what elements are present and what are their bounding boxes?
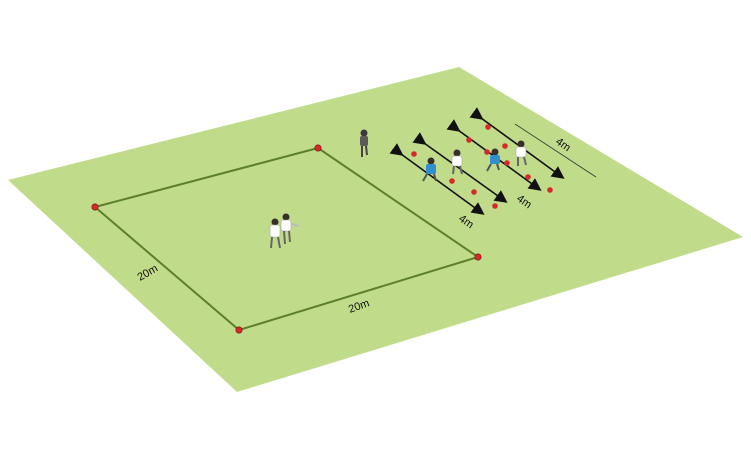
attacker-player xyxy=(280,213,300,245)
attacker-player xyxy=(269,218,281,249)
square-cones xyxy=(91,144,482,334)
channel-cones xyxy=(411,124,553,209)
dimension-line-4m xyxy=(514,123,597,178)
cone xyxy=(466,137,472,143)
defender-player xyxy=(422,157,437,182)
pitch xyxy=(8,67,743,392)
players-channels xyxy=(422,140,527,182)
cone xyxy=(314,144,322,152)
attacker-player xyxy=(451,149,463,175)
attacker-player xyxy=(515,140,527,166)
cone xyxy=(502,143,508,149)
cone xyxy=(235,326,243,334)
cone xyxy=(449,178,455,184)
players-square xyxy=(269,213,300,249)
cone xyxy=(525,174,531,180)
cone xyxy=(547,187,553,193)
cone xyxy=(504,160,510,166)
cone xyxy=(471,189,477,195)
cone xyxy=(91,203,99,211)
cone xyxy=(474,253,482,261)
defender-player xyxy=(486,148,500,172)
coach xyxy=(360,129,368,157)
cone xyxy=(484,149,490,155)
cone xyxy=(492,203,498,209)
cone xyxy=(485,124,491,130)
cone xyxy=(411,151,417,157)
